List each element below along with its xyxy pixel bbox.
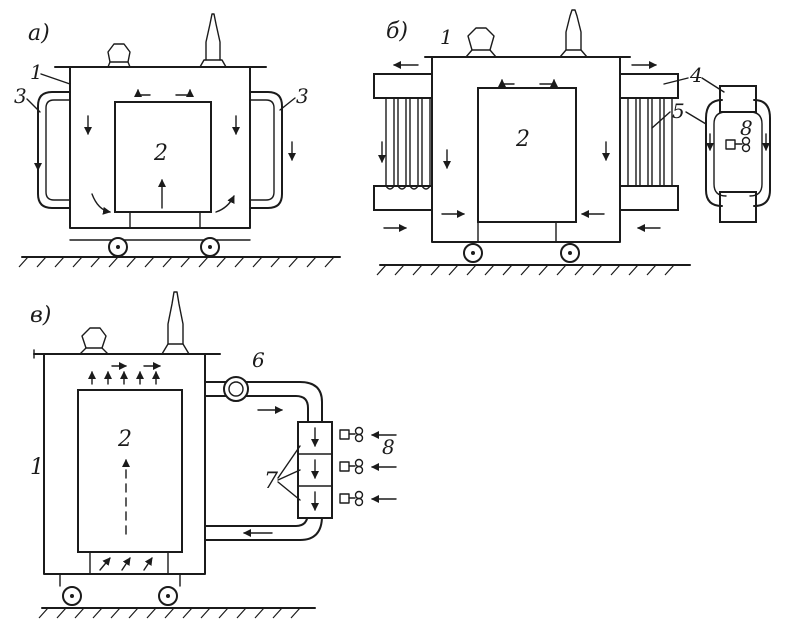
panel-b-cooler-side-view: [705, 85, 771, 223]
panel-a-label-radiator-left: 3: [14, 84, 27, 108]
panel-b-tank: [424, 56, 631, 243]
panel-v-label-core: 2: [117, 427, 132, 452]
panel-a-tag: а): [28, 21, 50, 46]
panel-v-label-cooler: 7: [264, 469, 278, 494]
panel-b-radiator-right: [619, 73, 679, 211]
panel-v-air-arrows: [371, 431, 397, 503]
panel-b-label-core: 2: [515, 127, 530, 152]
panel-a-core: [114, 101, 212, 213]
panel-v-bushings: [79, 291, 190, 355]
panel-b-label-tubes: 5: [672, 99, 685, 123]
panel-v-pump: [223, 376, 249, 402]
panel-a-label-core: 2: [153, 141, 168, 166]
panel-b-core: [477, 87, 577, 223]
panel-v-wheels: [62, 586, 178, 606]
panel-a-wheels: [108, 237, 220, 257]
panel-b-ground: [376, 264, 691, 276]
panel-a-radiator-right: [249, 91, 283, 209]
panel-b-label-tank: 1: [440, 25, 453, 49]
panel-v-fans: [339, 426, 364, 507]
panel-b-bushings: [465, 9, 588, 58]
panel-a-label-tank: 1: [30, 60, 43, 84]
panel-v-flow-arrows: [88, 362, 283, 571]
panel-a: а): [14, 13, 341, 268]
panel-v-tag: в): [30, 303, 51, 328]
panel-a-ground: [18, 256, 341, 268]
panel-b-wheels: [463, 243, 580, 263]
panel-v-label-fan: 8: [382, 435, 395, 459]
panel-b-radiator-left: [373, 73, 433, 211]
panel-v-cooler-sections: [297, 421, 333, 519]
panel-a-tank: [54, 66, 267, 241]
panel-a-label-radiator-right: 3: [296, 84, 309, 108]
panel-a-bushings: [107, 13, 227, 68]
panel-b-tag: б): [386, 19, 408, 44]
panel-a-radiator-left: [37, 91, 71, 209]
panel-a-flow-arrows: [34, 89, 296, 215]
panel-v: в): [30, 291, 397, 619]
panel-b-label-header: 4: [689, 63, 703, 87]
panel-b: б): [373, 9, 771, 276]
panel-v-core: [77, 389, 183, 553]
panel-b-flow-arrows: [378, 61, 770, 232]
panel-v-label-pump: 6: [252, 348, 265, 372]
panel-v-label-tank: 1: [30, 455, 44, 480]
panel-v-ground: [38, 607, 316, 619]
panel-b-label-fan: 8: [740, 116, 753, 140]
